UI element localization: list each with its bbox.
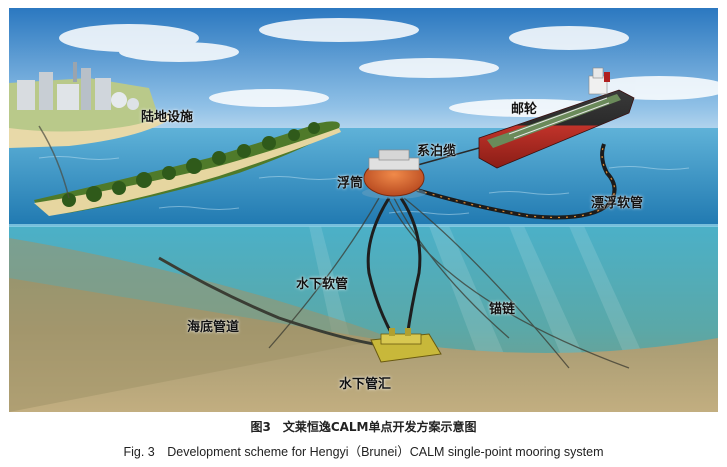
label-plem: 水下管汇 (339, 377, 392, 392)
diagram-illustration (9, 8, 727, 412)
label-hawser: 系泊缆 (417, 144, 457, 159)
label-floating-hose: 漂浮软管 (591, 196, 644, 211)
label-tanker: 邮轮 (511, 102, 538, 117)
plem-manifold (370, 328, 442, 363)
hawser-line (413, 147, 480, 167)
floating-hose (416, 143, 617, 220)
figure-caption-chinese: 图3 文莱恒逸CALM单点开发方案示意图 (250, 420, 477, 434)
label-onshore-facilities: 陆地设施 (141, 110, 194, 125)
mooring-diagram: 陆地设施 邮轮 系泊缆 浮筒 漂浮软管 水下软管 海底管道 锚链 水下管汇 (9, 8, 727, 412)
onshore-facilities (17, 62, 139, 110)
label-seabed-pipeline: 海底管道 (187, 320, 240, 335)
label-buoy: 浮筒 (337, 176, 364, 191)
oil-tanker (478, 67, 635, 169)
label-anchor-chain: 锚链 (489, 302, 516, 317)
seabed-pipeline (158, 256, 375, 346)
calm-buoy (362, 149, 426, 199)
figure-caption-english: Fig. 3 Development scheme for Hengyi（Bru… (123, 445, 604, 459)
anchor-chains (268, 197, 630, 369)
label-subsea-hose: 水下软管 (296, 277, 349, 292)
subsea-hoses (366, 197, 422, 339)
